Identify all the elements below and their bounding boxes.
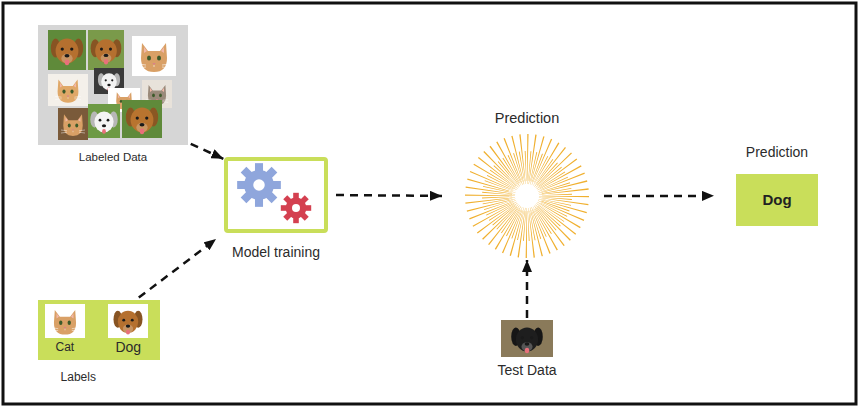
dashed-arrow bbox=[139, 239, 216, 298]
node-label: Model training bbox=[232, 244, 320, 261]
node-text: Labels bbox=[61, 370, 96, 384]
prediction-starburst bbox=[490, 159, 564, 233]
test-image: Test Data bbox=[501, 320, 553, 357]
node-label: Test Data bbox=[497, 362, 556, 379]
gears-icon bbox=[237, 163, 311, 223]
dashed-arrow bbox=[604, 195, 714, 198]
node-text: Cat bbox=[55, 340, 74, 354]
photo-collage bbox=[38, 25, 188, 145]
output-box: PredictionDog bbox=[736, 174, 818, 226]
outer-frame bbox=[3, 3, 856, 404]
process-box: Model training bbox=[224, 157, 328, 233]
node-text: Dog bbox=[115, 339, 141, 356]
node-label: Prediction bbox=[495, 110, 559, 127]
image-collage-box: Labeled Data bbox=[38, 25, 188, 145]
node-label: Labeled Data bbox=[79, 151, 147, 165]
label-box: CatDogLabels bbox=[38, 300, 160, 360]
test-photo bbox=[501, 320, 553, 357]
dashed-arrow bbox=[336, 194, 442, 197]
node-text: Dog bbox=[762, 191, 791, 209]
node-text: Prediction bbox=[746, 144, 808, 161]
dashed-arrow bbox=[526, 260, 529, 318]
prediction-burst: Prediction bbox=[458, 134, 596, 258]
dashed-arrow bbox=[191, 144, 224, 159]
label-examples bbox=[38, 300, 160, 360]
